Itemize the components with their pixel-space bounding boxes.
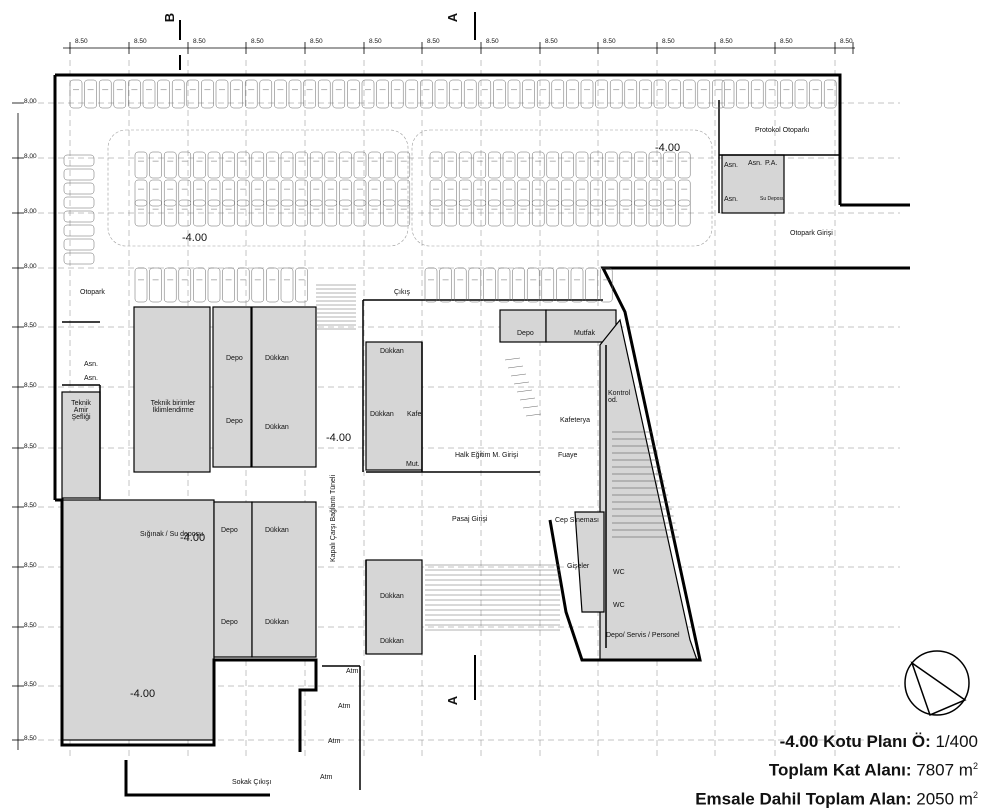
room-cikis: Çıkış xyxy=(394,289,410,296)
column-dimension: 8.50 xyxy=(369,38,382,45)
column-dimension: 8.50 xyxy=(545,38,558,45)
room-protokol-otoparki: Protokol Otoparkı xyxy=(755,127,810,134)
room-depo-3: Depo xyxy=(221,527,238,534)
room-asn-2: Asn. xyxy=(748,160,763,167)
room-sokak-cikisi: Sokak Çıkışı xyxy=(232,779,272,786)
room-kafe: Kafe xyxy=(407,411,422,418)
room-wc-1: WC xyxy=(613,569,625,576)
room-atm-2: Atm xyxy=(338,703,351,710)
row-dimension: 8.00 xyxy=(24,153,37,160)
room-dukkan-1: Dükkan xyxy=(265,355,289,362)
room-tunnel: Kapalı Çarşı Bağlantı Tüneli xyxy=(330,474,338,563)
room-depo-top: Depo xyxy=(517,330,534,337)
room-teknik-amir: Teknik Amir Şefliği xyxy=(71,400,91,421)
column-dimension: 8.50 xyxy=(662,38,675,45)
room-dukkan-6: Dükkan xyxy=(265,619,289,626)
column-dimension: 8.50 xyxy=(134,38,147,45)
column-dimension: 8.50 xyxy=(780,38,793,45)
room-su-deposu: Su Deposu xyxy=(760,196,785,202)
room-asn-3: Asn. xyxy=(724,196,739,203)
room-teknik-birimler: Teknik birimler İklimlendirme xyxy=(150,400,196,414)
north-arrow-icon xyxy=(904,650,970,717)
row-dimension: 8.50 xyxy=(24,735,37,742)
level-shelter: -4.00 xyxy=(180,532,206,544)
room-cep-sinemasi: Cep Sineması xyxy=(555,517,599,524)
column-dimension: 8.50 xyxy=(486,38,499,45)
emsale-area-line: Emsale Dahil Toplam Alan: 2050 m2 xyxy=(695,789,978,809)
column-dimension: 8.50 xyxy=(251,38,264,45)
row-dimension: 8.50 xyxy=(24,681,37,688)
column-dimension: 8.50 xyxy=(427,38,440,45)
level-lower-parking: -4.00 xyxy=(182,232,208,244)
title-block: -4.00 Kotu Planı Ö: 1/400 Toplam Kat Ala… xyxy=(695,730,978,811)
section-mark-a-top: A xyxy=(445,12,461,23)
room-siginak: Sığınak / Su deposu xyxy=(140,531,204,538)
row-dimension: 8.50 xyxy=(24,443,37,450)
room-asn-1: Asn. xyxy=(724,162,739,169)
room-atm-4: Atm xyxy=(320,774,333,781)
row-dimension: 8.50 xyxy=(24,382,37,389)
room-dukkan-4: Dükkan xyxy=(370,411,394,418)
row-dimension: 8.00 xyxy=(24,208,37,215)
column-dimension: 8.50 xyxy=(720,38,733,45)
row-dimension: 8.50 xyxy=(24,562,37,569)
room-atm-1: Atm xyxy=(346,668,359,675)
section-mark-b: B xyxy=(162,12,178,23)
room-otopark: Otopark xyxy=(80,289,105,296)
room-depo-2: Depo xyxy=(226,418,243,425)
room-kafeterya: Kafeterya xyxy=(560,417,590,424)
room-asn-left-2: Asn. xyxy=(84,375,99,382)
room-pasaj-girisi: Pasaj Girişi xyxy=(452,516,488,523)
room-halk-egitim: Halk Eğitim M. Girişi xyxy=(455,452,519,459)
plan-title-line: -4.00 Kotu Planı Ö: 1/400 xyxy=(779,732,978,751)
room-pa: P.A. xyxy=(765,160,778,167)
row-dimension: 8.50 xyxy=(24,502,37,509)
section-mark-a-bottom: A xyxy=(445,695,461,706)
column-dimension: 8.50 xyxy=(840,38,853,45)
room-asn-left-1: Asn. xyxy=(84,361,99,368)
room-kontrol: Kontrol od. xyxy=(608,390,631,404)
column-dimension: 8.50 xyxy=(193,38,206,45)
room-mut: Mut. xyxy=(406,461,420,468)
column-dimension: 8.50 xyxy=(603,38,616,45)
room-otopark-girisi: Otopark Girişi xyxy=(790,230,833,237)
total-floor-area-line: Toplam Kat Alanı: 7807 m2 xyxy=(768,760,978,780)
row-dimension: 8.50 xyxy=(24,622,37,629)
room-mutfak: Mutfak xyxy=(574,330,596,337)
room-dukkan-2: Dükkan xyxy=(265,424,289,431)
room-dukkan-7: Dükkan xyxy=(380,593,404,600)
room-depo-servis: Depo/ Servis / Personel xyxy=(606,632,680,639)
room-dukkan-8: Dükkan xyxy=(380,638,404,645)
column-dimension: 8.50 xyxy=(75,38,88,45)
row-dimension: 8.50 xyxy=(24,322,37,329)
room-depo-1: Depo xyxy=(226,355,243,362)
level-bottom-left: -4.00 xyxy=(130,688,156,700)
room-giseler: Gişeler xyxy=(567,563,590,570)
room-depo-4: Depo xyxy=(221,619,238,626)
level-center: -4.00 xyxy=(326,432,352,444)
row-dimension: 8.00 xyxy=(24,263,37,270)
room-dukkan-3: Dükkan xyxy=(380,348,404,355)
room-wc-2: WC xyxy=(613,602,625,609)
room-atm-3: Atm xyxy=(328,738,341,745)
room-fuaye: Fuaye xyxy=(558,452,578,459)
room-dukkan-5: Dükkan xyxy=(265,527,289,534)
column-dimension: 8.50 xyxy=(310,38,323,45)
level-upper-parking: -4.00 xyxy=(655,142,681,154)
row-dimension: 8.00 xyxy=(24,98,37,105)
